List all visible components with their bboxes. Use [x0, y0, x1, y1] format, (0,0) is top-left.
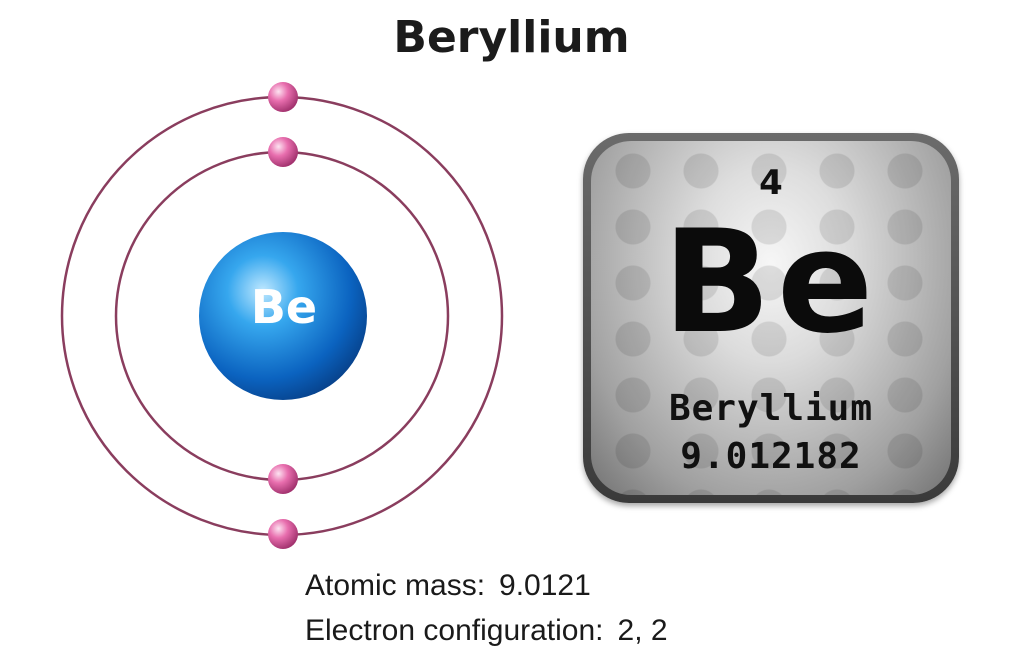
element-name: Beryllium: [668, 388, 874, 429]
atomic-mass-line: Atomic mass: 9.0121: [305, 569, 591, 603]
element-symbol: Be: [662, 200, 880, 365]
bohr-model-diagram: [60, 82, 504, 549]
nucleus: [199, 232, 367, 400]
atomic-mass-label: Atomic mass:: [305, 569, 486, 602]
electron: [268, 137, 298, 167]
electron-config-label: Electron configuration:: [305, 614, 604, 647]
electron-config-value: 2, 2: [617, 614, 668, 647]
page-title: Beryllium: [393, 12, 630, 63]
electron: [268, 519, 298, 549]
element-tile-face: 4 Be Beryllium 9.012182: [591, 141, 951, 495]
element-tile: 4 Be Beryllium 9.012182: [583, 133, 959, 503]
nucleus-symbol: Be: [250, 280, 318, 334]
atomic-mass-value: 9.0121: [499, 569, 591, 602]
electron-config-line: Electron configuration: 2, 2: [305, 614, 668, 648]
electron: [268, 82, 298, 112]
atomic-number: 4: [759, 163, 783, 203]
element-mass: 9.012182: [680, 436, 862, 477]
electron: [268, 464, 298, 494]
